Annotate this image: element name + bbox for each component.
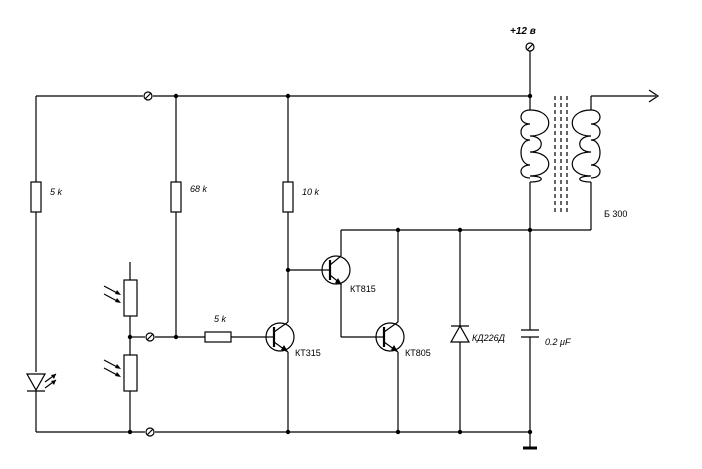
transistor-q1-label: КТ315: [295, 348, 321, 358]
transistor-q2-label: КТ815: [350, 284, 376, 294]
top-rail-connector: [143, 91, 153, 101]
capacitor-label: 0.2 μF: [545, 337, 571, 347]
resistor-10k-label: 10 k: [302, 187, 320, 197]
capacitor: 0.2 μF: [521, 230, 571, 432]
resistor-10k-branch: 10 k: [282, 96, 322, 322]
resistor-68k-branch: 68 k: [170, 96, 208, 337]
bottom-rail: [36, 427, 537, 450]
supply-terminal: +12 в: [510, 26, 536, 96]
resistor-left-label: 5 k: [50, 187, 63, 197]
resistor-68k-label: 68 k: [190, 184, 208, 194]
bottom-rail-connector: [145, 427, 155, 437]
resistor-10k: [282, 181, 294, 213]
resistor-base-branch: 5 k: [204, 314, 266, 343]
top-rail: [36, 91, 533, 101]
transistor-q2: КТ815: [321, 230, 376, 338]
photoresistor-bottom: [123, 354, 138, 392]
transformer: Б 300: [520, 89, 660, 230]
photoresistor-divider: [103, 262, 205, 432]
diode-label: КД226Д: [472, 333, 506, 343]
transistor-q3: КТ805: [375, 230, 431, 432]
transistor-q3-label: КТ805: [405, 348, 431, 358]
resistor-base-label: 5 k: [214, 314, 227, 324]
left-branch: 5 k: [25, 96, 63, 432]
supply-label: +12 в: [510, 26, 536, 37]
collector-bus: [341, 227, 591, 233]
resistor-base: [204, 331, 232, 343]
resistor-left: [30, 181, 42, 213]
transformer-label: Б 300: [604, 209, 627, 219]
mid-connector: [145, 332, 155, 342]
resistor-68k: [170, 181, 182, 213]
photoresistor-top: [123, 279, 138, 317]
transistor-q1: КТ315: [265, 321, 321, 432]
led: [25, 373, 57, 392]
diode: КД226Д: [449, 230, 506, 432]
